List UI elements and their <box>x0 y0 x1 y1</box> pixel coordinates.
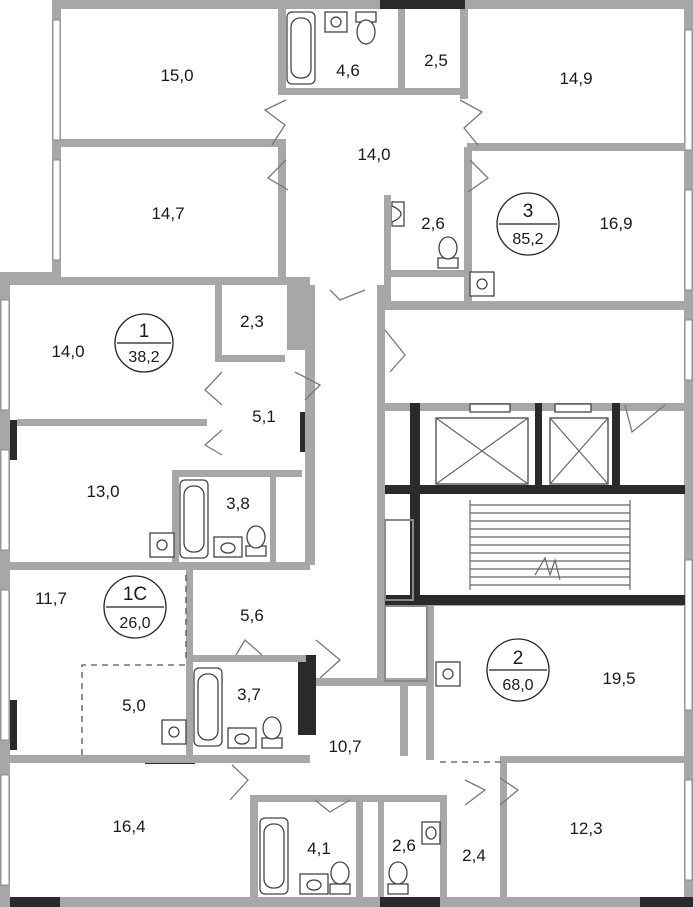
room-area: 2,6 <box>392 836 416 855</box>
apartment-badges: 3 85,2 1 38,2 1С 26,0 2 68,0 <box>103 192 560 702</box>
apartment-badge-1c: 1С 26,0 <box>103 575 167 639</box>
room-area: 5,6 <box>240 606 264 625</box>
room-area: 15,0 <box>160 66 193 85</box>
apartment-area: 26,0 <box>119 615 150 632</box>
stair-steps <box>469 500 631 590</box>
room-area: 14,0 <box>357 145 390 164</box>
doors <box>203 99 666 813</box>
apartment-number: 2 <box>513 648 524 669</box>
dashed-zones <box>81 575 187 755</box>
fixtures <box>149 11 495 895</box>
apartment-badge-2: 2 68,0 <box>486 638 550 702</box>
apartment-badge-1: 1 38,2 <box>114 313 174 373</box>
room-area: 2,5 <box>424 51 448 70</box>
room-area: 14,0 <box>51 342 84 361</box>
room-area: 16,4 <box>112 817 145 836</box>
room-area: 12,3 <box>569 819 602 838</box>
room-area: 13,0 <box>86 482 119 501</box>
apartment-area: 38,2 <box>128 349 159 366</box>
apartment-area: 68,0 <box>502 677 533 694</box>
room-area: 14,9 <box>559 69 592 88</box>
stairwell <box>384 403 685 682</box>
interior-walls <box>10 9 685 900</box>
room-labels: 15,0 4,6 2,5 14,9 14,0 14,7 2,6 16,9 2,3… <box>35 51 635 865</box>
room-area: 2,4 <box>462 846 486 865</box>
room-area: 10,7 <box>328 737 361 756</box>
room-area: 5,0 <box>122 696 146 715</box>
room-area: 2,6 <box>421 214 445 233</box>
room-area: 3,8 <box>226 494 250 513</box>
apartment-number: 1 <box>139 321 150 342</box>
room-area: 19,5 <box>602 669 635 688</box>
apartment-badge-3: 3 85,2 <box>496 192 560 256</box>
room-area: 5,1 <box>252 407 276 426</box>
room-area: 4,1 <box>307 839 331 858</box>
room-area: 16,9 <box>599 214 632 233</box>
windows <box>0 19 693 886</box>
room-area: 4,6 <box>336 61 360 80</box>
toilet-icon <box>387 883 409 895</box>
room-area: 14,7 <box>151 204 184 223</box>
toilet-icon <box>329 883 351 895</box>
room-area: 3,7 <box>237 685 261 704</box>
room-area: 2,3 <box>240 312 264 331</box>
room-area: 11,7 <box>35 589 67 608</box>
apartment-area: 85,2 <box>512 231 543 248</box>
apartment-number: 1С <box>123 584 147 605</box>
apartment-number: 3 <box>523 201 534 222</box>
